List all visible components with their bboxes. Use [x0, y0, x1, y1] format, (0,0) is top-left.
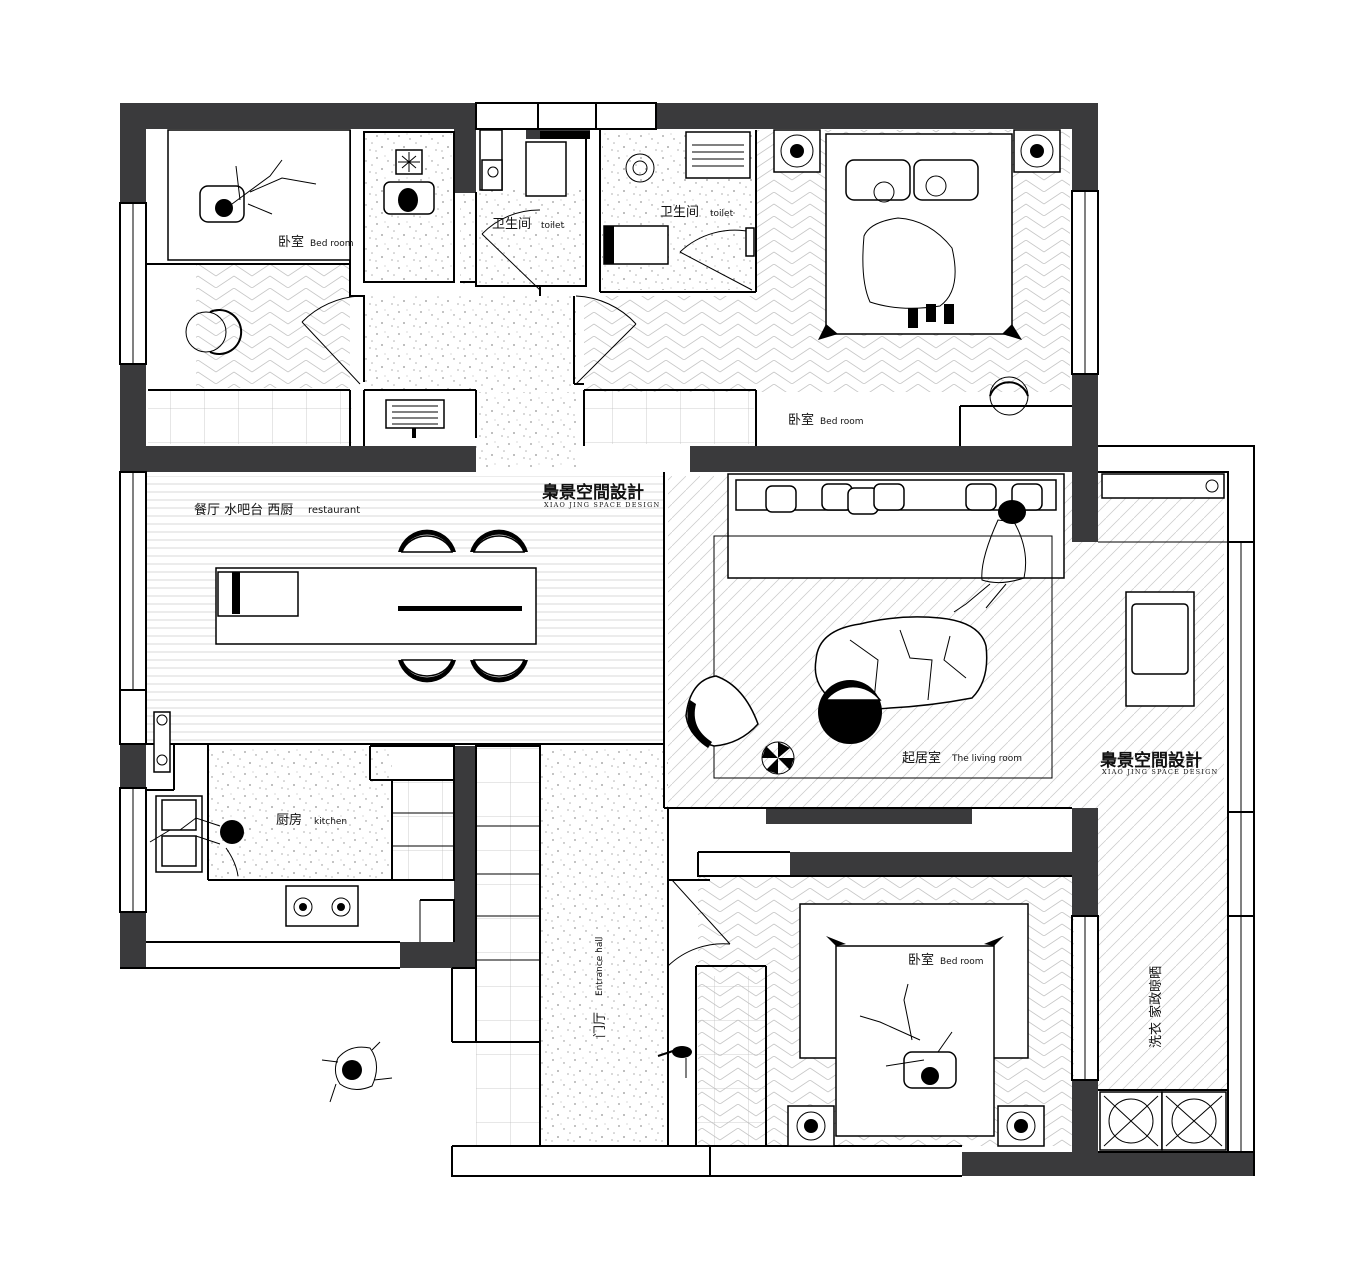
dining-label-en: restaurant	[308, 505, 360, 516]
walls	[120, 103, 1254, 1176]
bedroom-nw-label: 卧室	[278, 234, 304, 250]
standing-person-figure	[953, 500, 1027, 613]
living-label: 起居室	[902, 750, 941, 766]
bedroom-ne-label-en: Bed room	[820, 417, 864, 427]
bedroom-se-label: 卧室	[908, 952, 934, 968]
rock-coffee-table	[814, 616, 988, 744]
partition-lines	[119, 102, 1255, 1177]
sleeping-person-figure-se	[859, 983, 957, 1089]
brand-logo-right-en: XIAO JING SPACE DESIGN	[1102, 768, 1218, 776]
dining-label: 餐厅 水吧台 西厨	[194, 502, 293, 518]
kitchen-label: 厨房	[276, 812, 302, 828]
living-label-en: The living room	[951, 754, 1022, 764]
brand-logo-right: 梟景空間設計	[1099, 750, 1202, 771]
cooking-person-figure	[179, 817, 244, 877]
toilet-1-label: 卫生间	[492, 217, 531, 232]
bedroom-ne-label: 卧室	[788, 412, 814, 428]
dining-chairs	[398, 529, 528, 683]
laundry-label: 洗衣 家政晾晒	[1148, 966, 1164, 1048]
entrance-label: 门厅	[593, 1012, 608, 1038]
entrance-label-en: Entrance hall	[595, 937, 605, 996]
toilet-1-label-en: toilet	[541, 221, 565, 231]
bedroom-se-label-en: Bed room	[940, 957, 984, 967]
brand-logos: 梟景空間設計 XIAO JING SPACE DESIGN 梟景空間設計 XIA…	[541, 482, 1218, 776]
furniture	[149, 129, 1227, 1151]
brand-logo-top-en: XIAO JING SPACE DESIGN	[544, 501, 660, 509]
lounge-chair	[685, 675, 759, 748]
kitchen-label-en: kitchen	[314, 817, 347, 827]
walking-person-figure	[321, 1041, 393, 1103]
room-labels: 卧室 Bed room 卫生间 toilet 卫生间 toilet 卧室 Bed…	[194, 205, 1164, 1048]
bedroom-nw-label-en: Bed room	[310, 239, 354, 249]
brand-logo-top: 梟景空間設計	[541, 482, 644, 503]
side-table-striped	[761, 741, 795, 775]
toilet-2-label: 卫生间	[660, 205, 699, 220]
sleeping-person-figure-nw	[215, 159, 317, 217]
toilet-2-label-en: toilet	[710, 209, 734, 219]
sleeping-couple-figure	[862, 175, 956, 328]
doors	[301, 209, 753, 967]
